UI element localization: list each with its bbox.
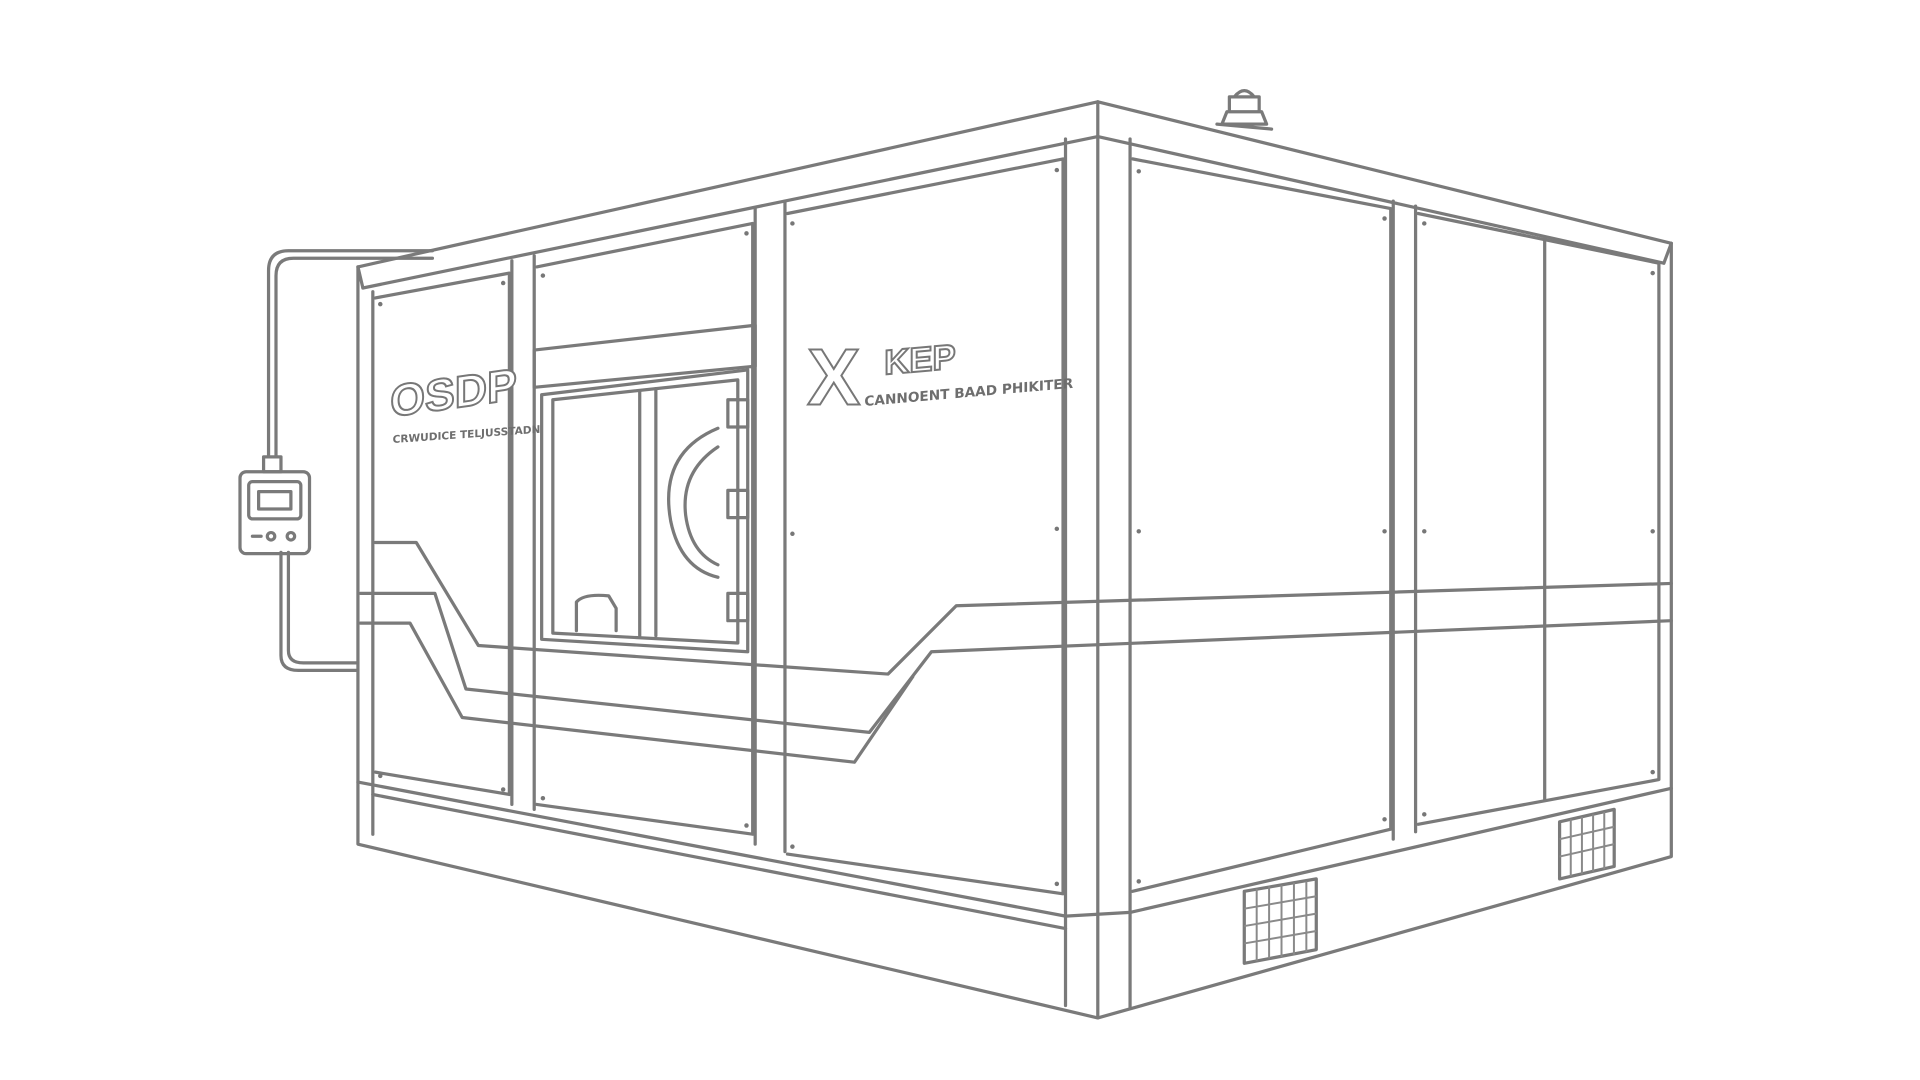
vent-grille-left bbox=[1242, 877, 1318, 965]
top-vent-cap bbox=[1215, 89, 1274, 131]
cabinet-window bbox=[532, 323, 757, 654]
osdp-logo: OSDP bbox=[390, 358, 517, 427]
panel-screws bbox=[378, 167, 1655, 887]
center-panel-branding: X KEP CANNOENT BAAD PHIKITER bbox=[806, 332, 1073, 423]
x-logo-mark: X bbox=[807, 333, 860, 422]
external-controller bbox=[238, 249, 435, 672]
left-panel-caption: CRWUDICE TELJUSSTADN bbox=[393, 424, 541, 446]
cabinet-body bbox=[356, 134, 1673, 1020]
kep-logo: KEP bbox=[884, 337, 955, 382]
cabinet-roof bbox=[356, 100, 1673, 290]
vent-grille-right bbox=[1557, 807, 1616, 881]
left-panel-branding: OSDP CRWUDICE TELJUSSTADN bbox=[389, 357, 541, 446]
